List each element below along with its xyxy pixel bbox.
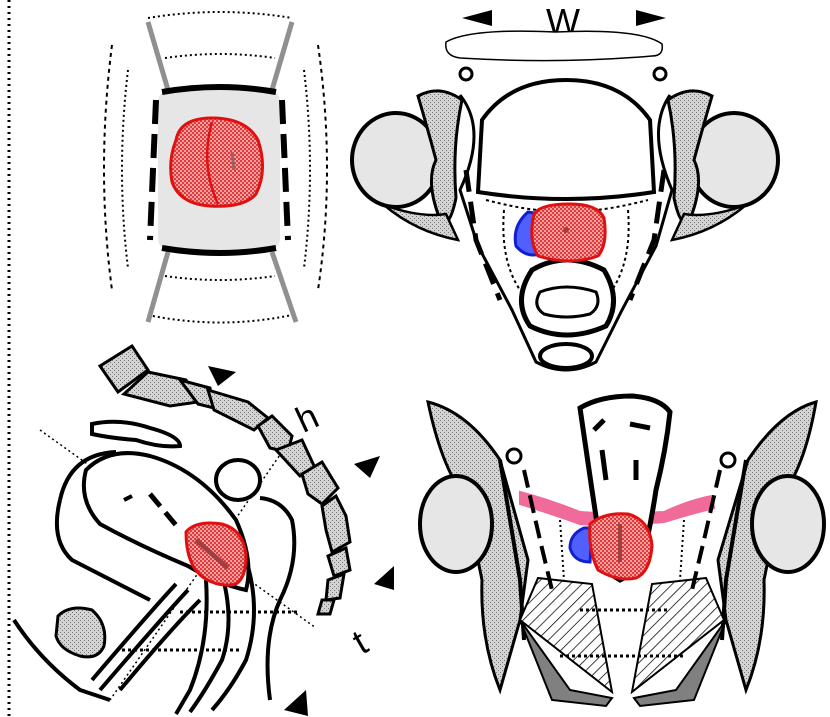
tumor-region: [171, 118, 263, 206]
left-arrow-icon: [462, 10, 492, 26]
left-femoral-head: [420, 476, 492, 572]
arrow-icon: [374, 566, 394, 590]
arrow-icon: [354, 456, 380, 478]
arrow-icon: [284, 690, 308, 716]
bottom-left-sagittal-view: h t: [14, 346, 394, 716]
pubic-bone: [56, 608, 105, 657]
t-label: t: [345, 622, 374, 663]
h-label: h: [289, 395, 324, 441]
right-femoral-head: [752, 476, 824, 572]
tumor-region: [532, 204, 605, 261]
right-arrow-icon: [636, 10, 666, 26]
bottom-right-coronal-view: [420, 396, 824, 706]
tumor-region: [186, 523, 246, 585]
top-right-axial-view: W: [352, 1, 778, 370]
arrow-icon: [208, 366, 236, 386]
top-left-ring-view: [104, 12, 327, 323]
